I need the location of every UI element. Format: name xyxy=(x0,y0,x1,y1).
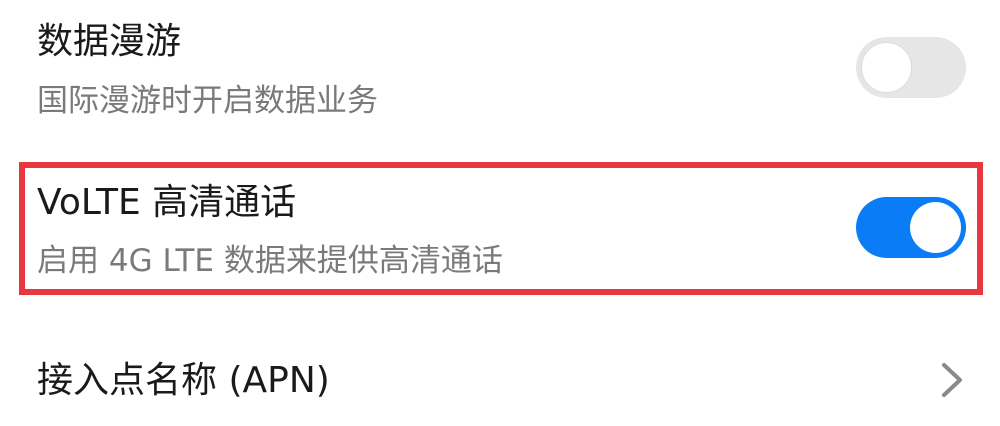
toggle-knob xyxy=(910,202,961,253)
volte-toggle[interactable] xyxy=(856,197,966,258)
setting-row-apn[interactable]: 接入点名称 (APN) xyxy=(0,320,1000,426)
chevron-right-icon xyxy=(942,363,962,397)
data-roaming-toggle[interactable] xyxy=(856,37,966,98)
data-roaming-title: 数据漫游 xyxy=(37,21,182,62)
setting-row-data-roaming[interactable]: 数据漫游 国际漫游时开启数据业务 xyxy=(0,0,1000,140)
volte-title: VoLTE 高清通话 xyxy=(37,182,297,223)
volte-subtitle: 启用 4G LTE 数据来提供高清通话 xyxy=(37,243,503,279)
data-roaming-subtitle: 国际漫游时开启数据业务 xyxy=(37,83,378,119)
setting-row-volte[interactable]: VoLTE 高清通话 启用 4G LTE 数据来提供高清通话 xyxy=(0,162,1000,295)
apn-title: 接入点名称 (APN) xyxy=(37,360,330,401)
toggle-knob xyxy=(861,42,912,93)
